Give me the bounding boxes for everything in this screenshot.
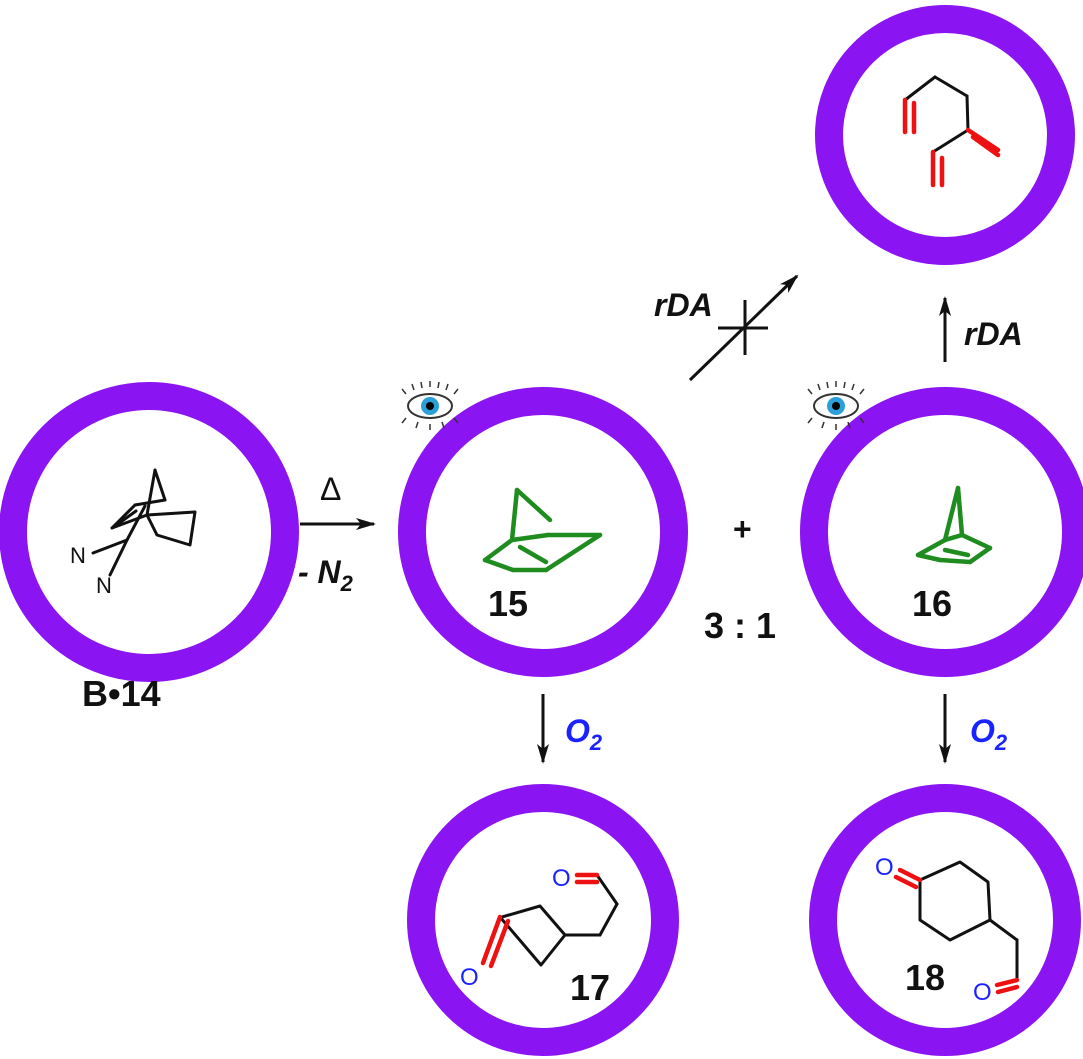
compound-b14: N N B•14 [0, 382, 299, 714]
capsule-ring [0, 382, 299, 682]
oxygen-label: O2 [970, 713, 1008, 755]
capsule-ring [800, 387, 1083, 677]
compound-triene [815, 5, 1075, 265]
product-structure-15 [482, 487, 603, 573]
compound-18: O O 18 [809, 784, 1081, 1056]
compound-label-17: 17 [570, 967, 610, 1008]
rda-label: rDA [964, 316, 1023, 352]
compound-17: O O 17 [407, 784, 679, 1056]
oxygen-atom: O [460, 964, 479, 991]
oxygen-atom: O [552, 865, 571, 892]
nitrogen-atom: N [96, 573, 112, 598]
compound-15: 15 [398, 381, 688, 677]
plus-sign: + [733, 511, 752, 547]
capsule-ring [407, 784, 679, 1056]
cyclohexanone-structure: O O [875, 854, 1020, 1006]
triene-structure [902, 75, 1001, 188]
compound-label-b14: B•14 [82, 673, 161, 714]
oxygen-label: O2 [565, 713, 603, 755]
oxygen-atom: O [875, 854, 894, 881]
compound-label-15: 15 [488, 583, 528, 624]
nitrogen-atom: N [70, 543, 86, 568]
diazirine-structure: N N [70, 468, 197, 598]
oxidation-arrow-15: O2 [537, 694, 603, 764]
product-ratio: 3 : 1 [704, 605, 776, 646]
capsule-ring [809, 784, 1081, 1056]
capsule-ring [398, 387, 688, 677]
cyclopentanone-structure: O O [460, 865, 619, 991]
eye-icon [807, 381, 865, 430]
oxygen-atom: O [973, 979, 992, 1006]
heat-symbol: Δ [320, 471, 341, 507]
heat-arrow: Δ - N2 [298, 471, 376, 596]
rda-arrow: rDA [939, 296, 1023, 362]
product-structure-16 [915, 485, 993, 565]
eye-icon [401, 381, 459, 430]
oxidation-arrow-16: O2 [939, 694, 1008, 764]
rda-label: rDA [654, 287, 713, 323]
compound-16: 16 [800, 381, 1083, 677]
compound-label-18: 18 [905, 957, 945, 998]
nitrogen-loss-label: - N2 [298, 554, 354, 596]
blocked-rda-arrow: rDA [654, 274, 799, 382]
capsule-ring [815, 5, 1075, 265]
compound-label-16: 16 [912, 583, 952, 624]
